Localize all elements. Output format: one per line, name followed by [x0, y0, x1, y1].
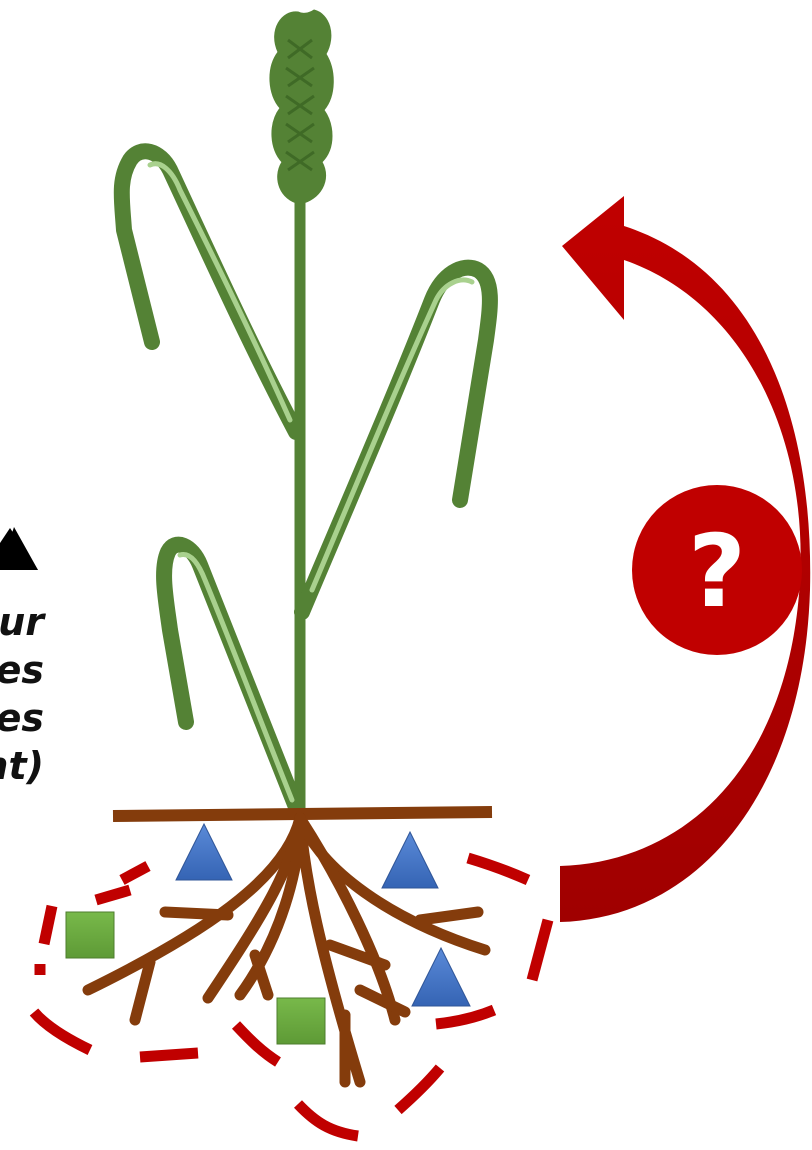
side-text-line-2: es — [0, 646, 44, 694]
exudate-triangle-1 — [176, 824, 232, 880]
exudate-triangle-2 — [382, 832, 438, 888]
exudate-square-2 — [277, 998, 325, 1044]
exudate-triangle-3 — [412, 948, 470, 1006]
question-label: ? — [632, 492, 802, 652]
exudate-square-1 — [66, 912, 114, 958]
leaf-upper-left — [122, 151, 296, 432]
side-text-block: ur es es nt) — [0, 598, 44, 790]
leaf-lower-left — [164, 545, 298, 812]
wheat-plant-icon — [122, 10, 490, 818]
left-triangle-marker-body — [0, 528, 38, 570]
side-text-line-4: nt) — [0, 742, 44, 790]
side-text-line-3: es — [0, 694, 44, 742]
wheat-ear — [270, 10, 333, 204]
leaf-right — [302, 268, 490, 612]
side-text-line-1: ur — [0, 598, 44, 646]
